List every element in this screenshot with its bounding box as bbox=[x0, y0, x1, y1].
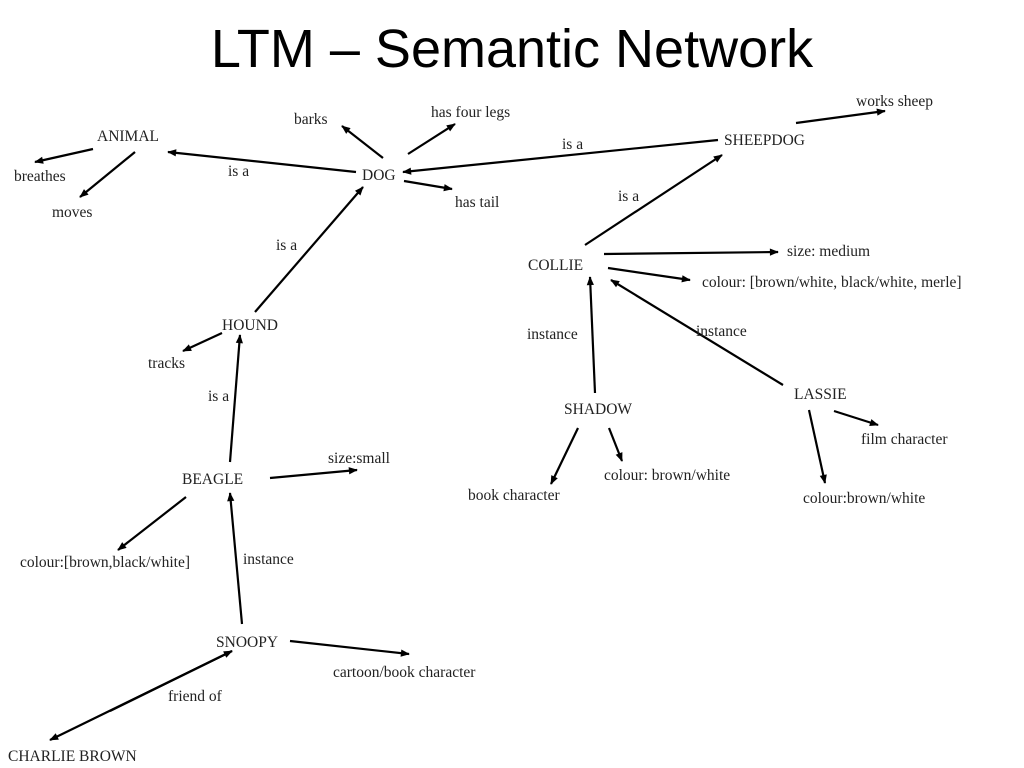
edge-label-dog-animal: is a bbox=[228, 163, 249, 180]
slide-title: LTM – Semantic Network bbox=[210, 19, 814, 79]
edge-label-snoopy-charlie: friend of bbox=[168, 688, 223, 705]
edge-sheepdog-dog bbox=[402, 138, 719, 175]
edge-labels: is a is a is a is a is a instance instan… bbox=[168, 136, 747, 705]
node-book-character: book character bbox=[468, 487, 560, 504]
edge-charlie-brown-snoopy bbox=[109, 650, 233, 712]
edge-shadow-colour bbox=[607, 427, 624, 462]
edge-sheepdog-works-sheep bbox=[795, 108, 886, 125]
edge-snoopy-cartoon bbox=[289, 639, 410, 657]
edge-shadow-book-character bbox=[550, 427, 579, 485]
edge-collie-colour bbox=[607, 266, 691, 283]
node-hound: HOUND bbox=[222, 317, 278, 334]
edge-snoopy-beagle bbox=[227, 492, 244, 625]
node-size-medium: size: medium bbox=[787, 243, 870, 260]
node-cartoon-book-character: cartoon/book character bbox=[333, 664, 476, 681]
edge-label-beagle-hound: is a bbox=[208, 388, 229, 405]
node-size-small: size:small bbox=[328, 450, 390, 467]
node-lassie: LASSIE bbox=[794, 386, 847, 403]
edge-beagle-hound bbox=[228, 334, 243, 463]
edge-dog-animal bbox=[167, 149, 357, 174]
edge-label-snoopy-beagle: instance bbox=[243, 551, 294, 568]
edge-dog-has-tail bbox=[403, 179, 453, 192]
node-colour-lassie: colour:brown/white bbox=[803, 490, 925, 507]
edge-collie-sheepdog bbox=[584, 154, 723, 246]
edge-beagle-size-small bbox=[269, 467, 358, 480]
edge-label-lassie-collie: instance bbox=[696, 323, 747, 340]
node-barks: barks bbox=[294, 111, 328, 128]
edge-label-hound-dog: is a bbox=[276, 237, 297, 254]
edge-animal-breathes bbox=[34, 147, 94, 164]
node-beagle: BEAGLE bbox=[182, 471, 243, 488]
edge-beagle-colour bbox=[117, 496, 187, 551]
nodes: ANIMAL breathes moves barks has four leg… bbox=[8, 93, 962, 765]
node-has-four-legs: has four legs bbox=[431, 104, 510, 121]
edge-animal-moves bbox=[79, 151, 136, 198]
node-snoopy: SNOOPY bbox=[216, 634, 278, 651]
node-charlie-brown: CHARLIE BROWN bbox=[8, 748, 137, 765]
node-animal: ANIMAL bbox=[97, 128, 159, 145]
node-moves: moves bbox=[52, 204, 92, 221]
node-colour-shadow: colour: brown/white bbox=[604, 467, 730, 484]
edge-lassie-collie bbox=[610, 279, 784, 386]
node-collie: COLLIE bbox=[528, 257, 583, 274]
edge-lassie-film-character bbox=[833, 409, 879, 427]
edge-dog-has-four-legs bbox=[407, 123, 456, 155]
node-colour-collie: colour: [brown/white, black/white, merle… bbox=[702, 274, 962, 291]
node-has-tail: has tail bbox=[455, 194, 499, 211]
node-film-character: film character bbox=[861, 431, 948, 448]
node-breathes: breathes bbox=[14, 168, 66, 185]
edge-dog-barks bbox=[341, 125, 384, 159]
node-dog: DOG bbox=[362, 167, 396, 184]
node-colour-beagle: colour:[brown,black/white] bbox=[20, 554, 190, 571]
node-sheepdog: SHEEPDOG bbox=[724, 132, 805, 149]
edge-label-shadow-collie: instance bbox=[527, 326, 578, 343]
edge-lassie-colour bbox=[807, 409, 827, 484]
edge-label-collie-sheepdog: is a bbox=[618, 188, 639, 205]
edge-shadow-collie bbox=[586, 276, 597, 394]
edges bbox=[34, 108, 886, 741]
node-shadow: SHADOW bbox=[564, 401, 632, 418]
edge-hound-dog bbox=[254, 186, 364, 313]
node-works-sheep: works sheep bbox=[856, 93, 933, 110]
edge-label-dog-sheepdog: is a bbox=[562, 136, 583, 153]
edge-collie-size-medium bbox=[603, 248, 779, 256]
edge-hound-tracks bbox=[182, 332, 223, 352]
node-tracks: tracks bbox=[148, 355, 185, 372]
